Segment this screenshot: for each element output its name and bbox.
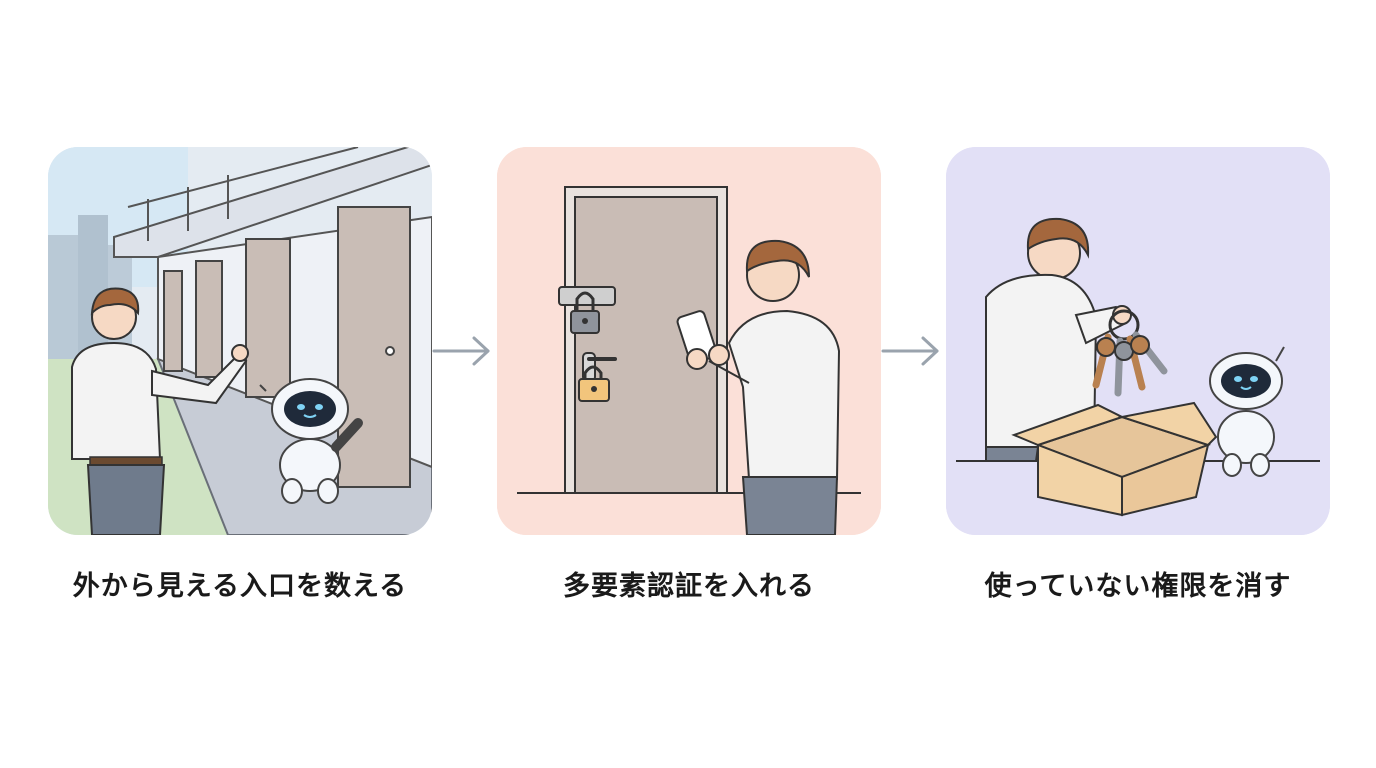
step-1-caption: 外から見える入口を数える xyxy=(72,571,408,602)
door-padlocks-phone-icon xyxy=(497,147,881,535)
building-doors-icon xyxy=(48,147,432,535)
step-3-illustration xyxy=(946,147,1330,535)
step-3-caption: 使っていない権限を消す xyxy=(984,571,1292,602)
arrow-right-icon xyxy=(432,336,490,366)
step-1-illustration xyxy=(48,147,432,535)
keys-box-icon xyxy=(946,147,1330,535)
step-2-caption: 多要素認証を入れる xyxy=(563,571,815,602)
arrow-right-icon xyxy=(881,336,939,366)
step-2-illustration xyxy=(497,147,881,535)
